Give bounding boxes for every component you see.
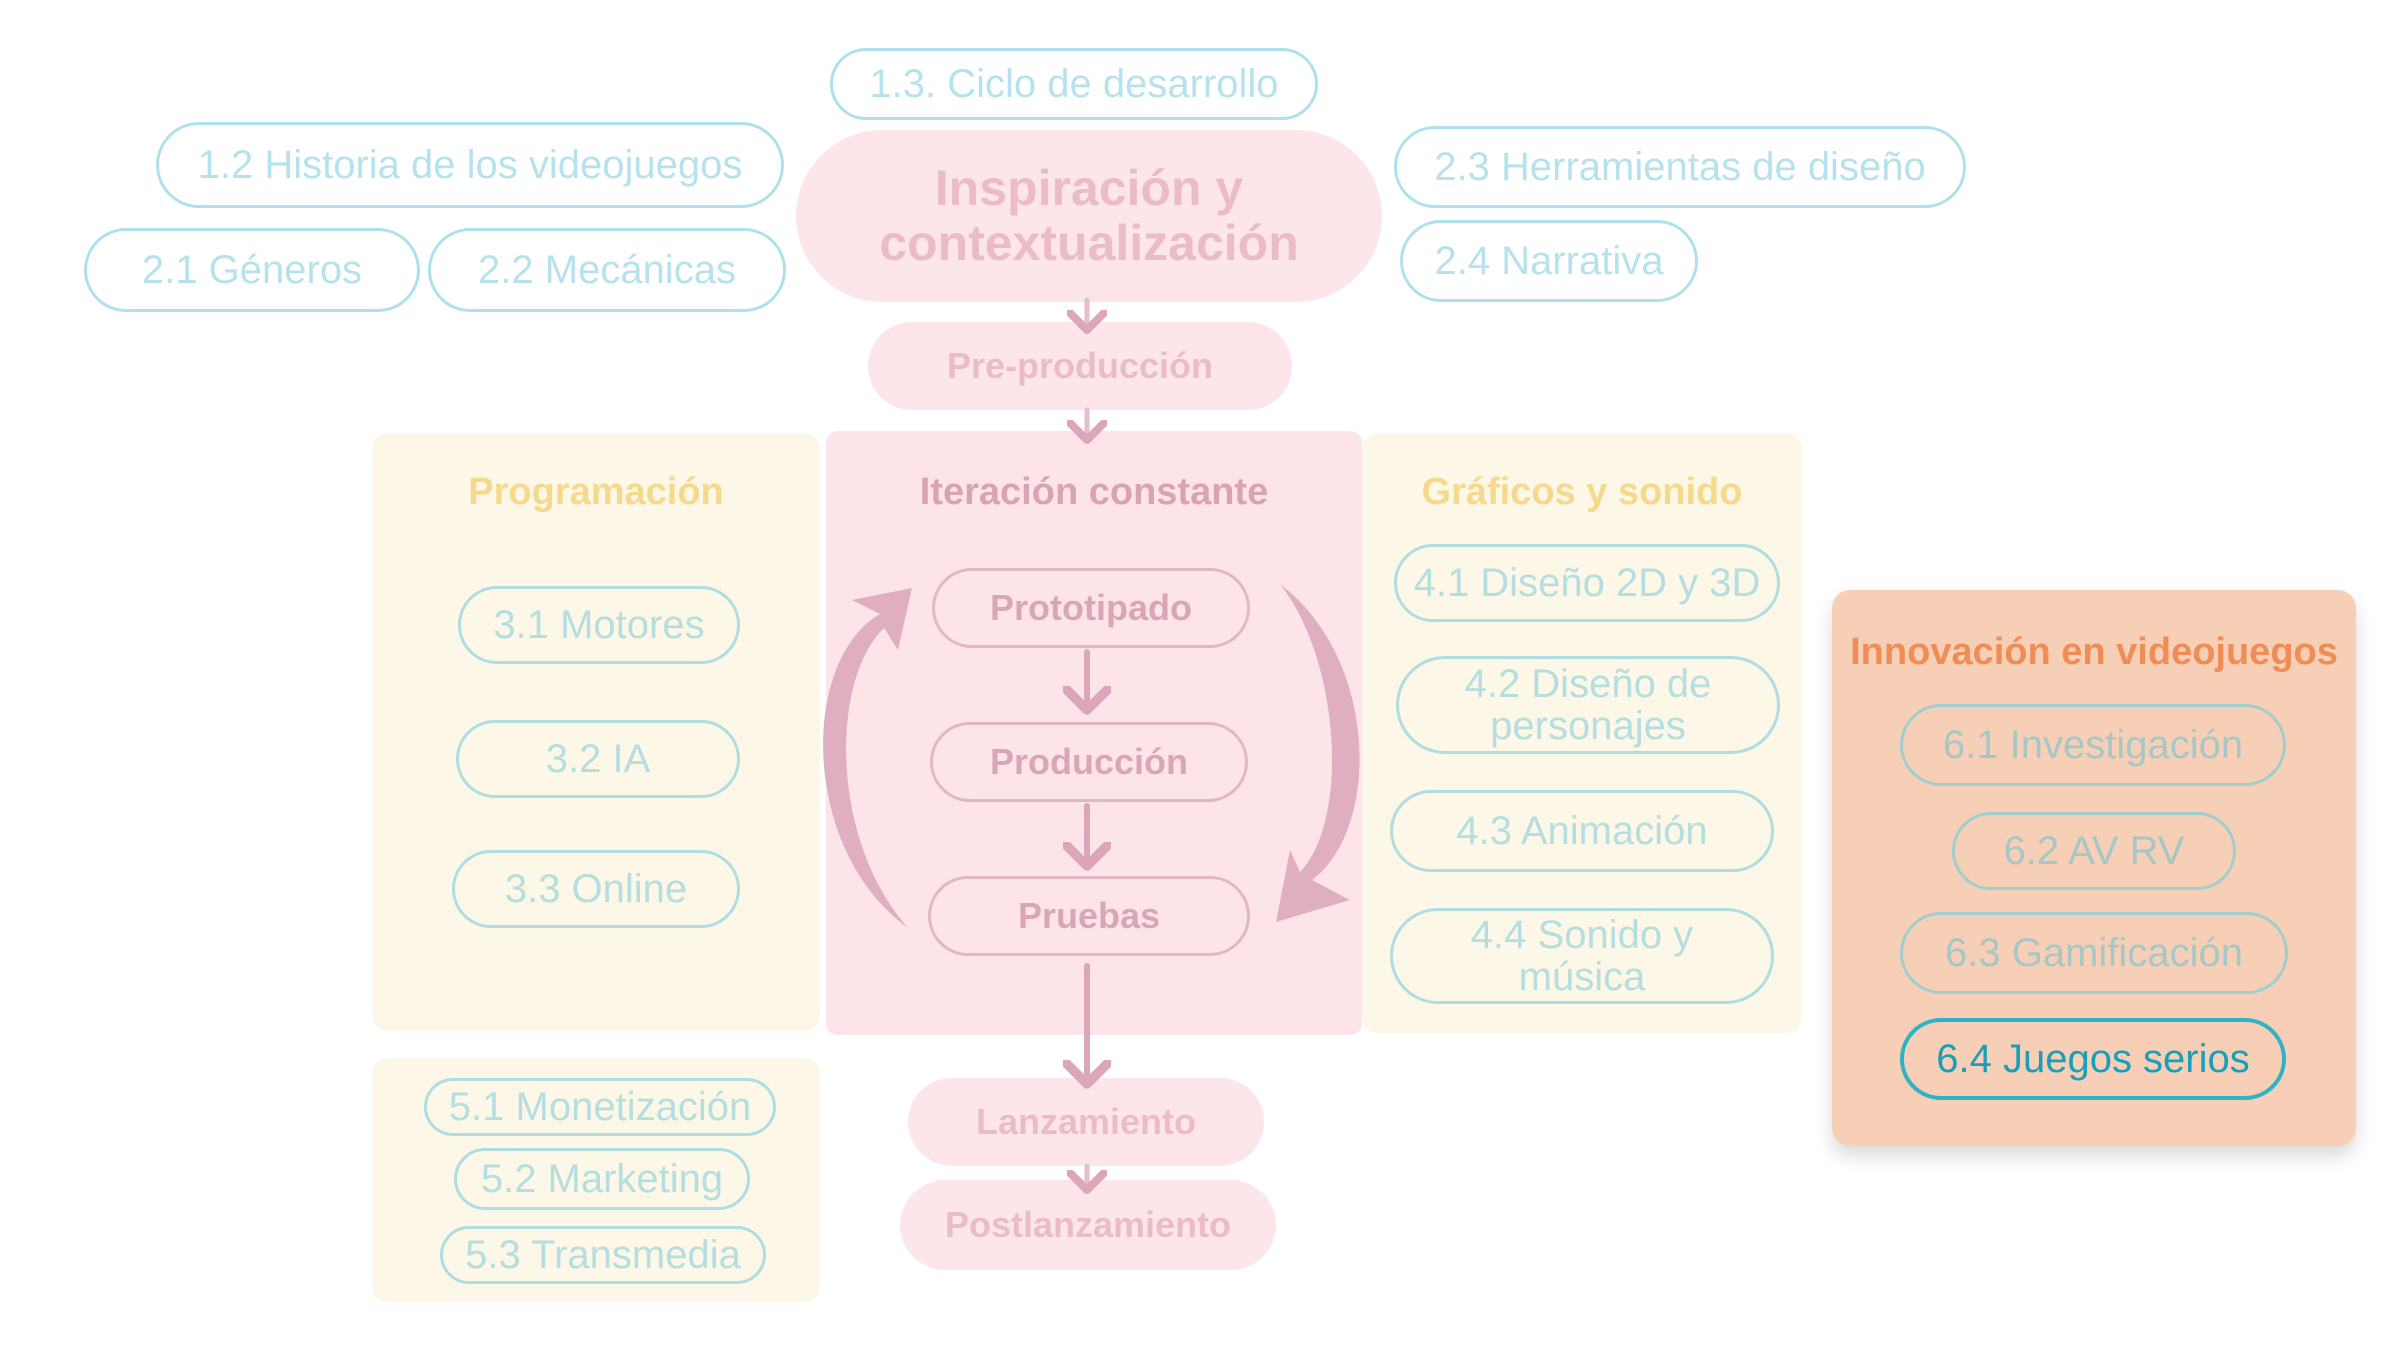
cycle-arrow-right — [1276, 584, 1360, 922]
sonido-musica-pill[interactable]: 4.4 Sonido y música — [1390, 908, 1774, 1004]
online-pill[interactable]: 3.3 Online — [452, 850, 740, 928]
lanzamiento-node[interactable]: Lanzamiento — [908, 1078, 1264, 1166]
cycle-arrow-left — [823, 588, 912, 928]
iteracion-title: Iteración constante — [919, 470, 1269, 513]
innovacion-title: Innovación en videojuegos — [1850, 630, 2338, 673]
graficos-title: Gráficos y sonido — [1421, 470, 1743, 513]
generos-pill[interactable]: 2.1 Géneros — [84, 228, 420, 312]
investigacion-pill[interactable]: 6.1 Investigación — [1900, 704, 2286, 786]
programacion-panel — [372, 433, 820, 1031]
ia-pill[interactable]: 3.2 IA — [456, 720, 740, 798]
preproduccion-node[interactable]: Pre-producción — [868, 322, 1292, 410]
iteracion-panel — [826, 431, 1362, 1035]
mecanicas-pill[interactable]: 2.2 Mecánicas — [428, 228, 786, 312]
transmedia-pill[interactable]: 5.3 Transmedia — [440, 1226, 766, 1284]
narrativa-pill[interactable]: 2.4 Narrativa — [1400, 220, 1698, 302]
monetizacion-pill[interactable]: 5.1 Monetización — [424, 1078, 776, 1136]
gamificacion-pill[interactable]: 6.3 Gamificación — [1900, 912, 2288, 994]
juegos-serios-pill[interactable]: 6.4 Juegos serios — [1900, 1018, 2286, 1100]
prototipado-node[interactable]: Prototipado — [932, 568, 1250, 648]
inspiracion-label: Inspiración y contextualización — [879, 160, 1299, 271]
diseno-personajes-pill[interactable]: 4.2 Diseño de personajes — [1396, 656, 1780, 754]
motores-pill[interactable]: 3.1 Motores — [458, 586, 740, 664]
ciclo-desarrollo-pill[interactable]: 1.3. Ciclo de desarrollo — [830, 48, 1318, 120]
marketing-pill[interactable]: 5.2 Marketing — [454, 1148, 750, 1210]
av-rv-pill[interactable]: 6.2 AV RV — [1952, 812, 2236, 890]
inspiracion-node[interactable]: Inspiración y contextualización — [796, 130, 1382, 302]
historia-videojuegos-pill[interactable]: 1.2 Historia de los videojuegos — [156, 122, 784, 208]
animacion-pill[interactable]: 4.3 Animación — [1390, 790, 1774, 872]
postlanzamiento-node[interactable]: Postlanzamiento — [900, 1180, 1276, 1270]
pruebas-node[interactable]: Pruebas — [928, 876, 1250, 956]
herramientas-diseno-pill[interactable]: 2.3 Herramientas de diseño — [1394, 126, 1966, 208]
diseno-2d-3d-pill[interactable]: 4.1 Diseño 2D y 3D — [1394, 544, 1780, 622]
programacion-title: Programación — [468, 470, 724, 513]
produccion-node[interactable]: Producción — [930, 722, 1248, 802]
